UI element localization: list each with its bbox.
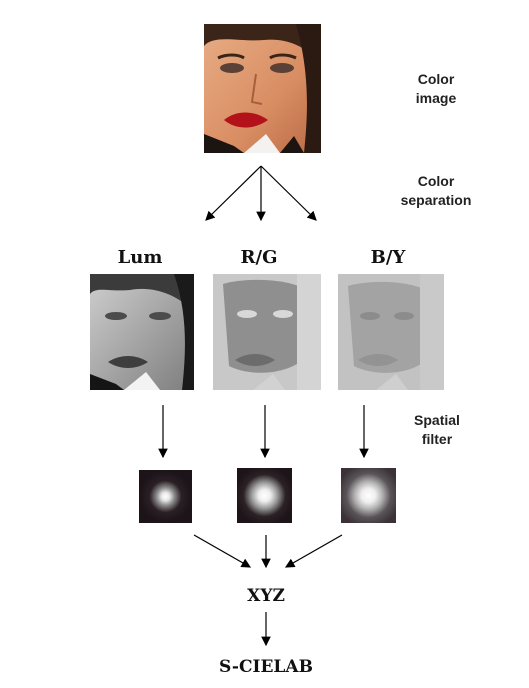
lum-channel-image	[90, 274, 194, 390]
by-channel-image	[338, 274, 444, 390]
xyz-label: XYZ	[247, 586, 285, 606]
by-filter-kernel	[341, 468, 396, 523]
rg-channel-image	[213, 274, 321, 390]
arrow-sep-left	[205, 165, 262, 221]
color-image-photo	[204, 24, 321, 153]
arrow-lum-xyz	[193, 534, 252, 568]
lum-filter-kernel	[139, 470, 192, 523]
s-cielab-label: S-CIELAB	[219, 657, 313, 677]
by-label: B/Y	[370, 247, 406, 268]
arrow-sep-right	[260, 165, 317, 221]
spatial-filter-label: Spatial filter	[414, 412, 460, 447]
rg-label: R/G	[240, 247, 278, 268]
arrow-by-xyz	[284, 534, 343, 568]
color-image-label: Color image	[415, 71, 457, 106]
rg-filter-kernel	[237, 468, 292, 523]
lum-label: Lum	[117, 247, 163, 268]
color-separation-label: Color separation	[400, 173, 472, 208]
